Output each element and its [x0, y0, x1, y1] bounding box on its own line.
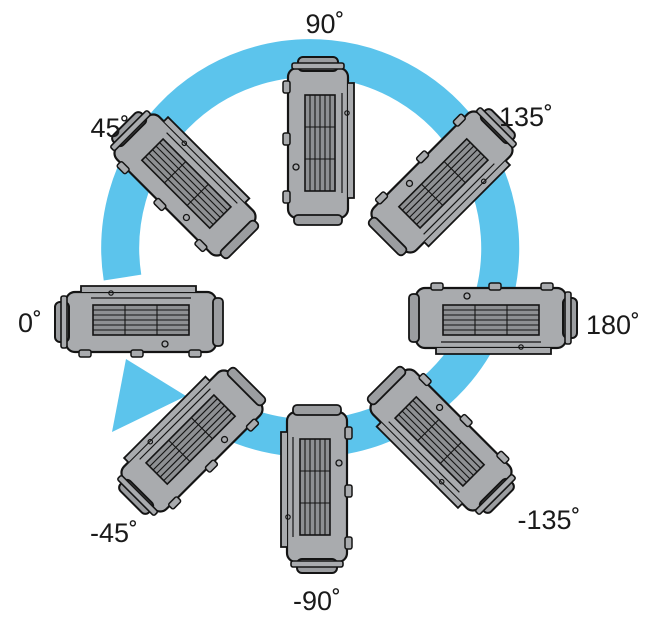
projector-180-icon [407, 281, 579, 356]
angle-label-45: 45˚ [90, 113, 129, 143]
projector-0-icon [53, 284, 225, 359]
projector-90-icon [281, 55, 356, 227]
angle-label-0: 0˚ [18, 308, 42, 338]
angle-label-minus-45: -45˚ [90, 518, 138, 548]
projector-minus-90-icon [279, 403, 354, 575]
angle-label-minus-90: -90˚ [293, 586, 341, 616]
angle-label-180: 180˚ [586, 310, 640, 340]
rotation-arrow-head [112, 359, 186, 432]
angle-label-90: 90˚ [305, 9, 344, 39]
angle-label-135: 135˚ [499, 102, 553, 132]
angle-label-minus-135: -135˚ [517, 505, 580, 535]
